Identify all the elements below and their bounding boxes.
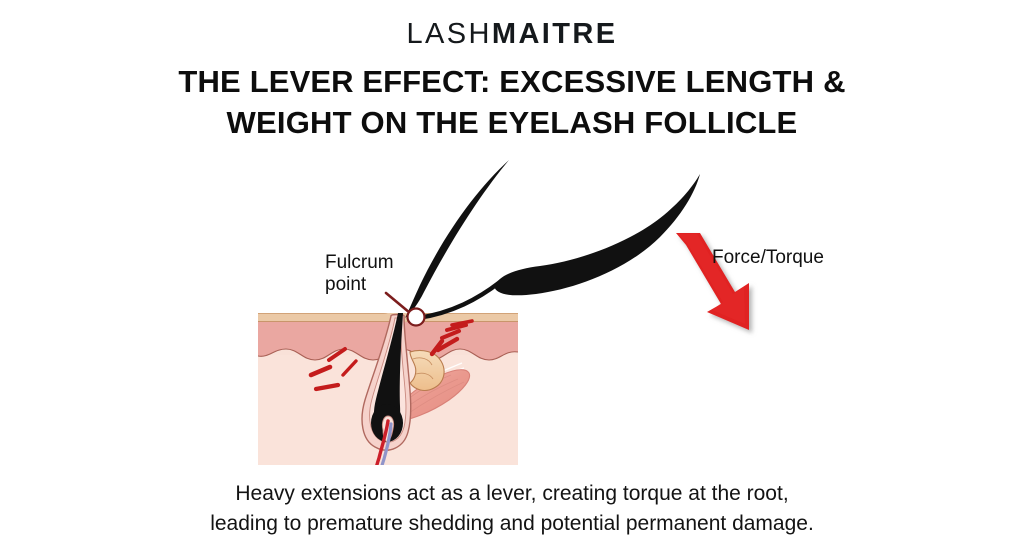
force-torque-arrow [676, 233, 749, 330]
follicle-sheath [361, 313, 412, 451]
arrector-pili-muscle [383, 362, 471, 422]
brand-logo: LASHMAITRE [0, 20, 1024, 49]
blood-vessels [375, 419, 393, 465]
stress-mark [341, 359, 358, 377]
stress-mark [313, 382, 341, 392]
dermis-deep-layer [258, 355, 518, 465]
brand-logo-bold: MAITRE [491, 18, 618, 50]
follicle-inner-sheath [369, 317, 407, 443]
lash-extension-bond [415, 279, 503, 321]
stress-mark [435, 336, 460, 353]
stress-mark [440, 329, 461, 340]
caption-line-1: Heavy extensions act as a lever, creatin… [235, 482, 789, 505]
page-title-line-1: THE LEVER EFFECT: EXCESSIVE LENGTH & [0, 62, 1024, 103]
artery [375, 419, 390, 465]
stress-mark [450, 319, 474, 327]
epidermis-layer [258, 318, 518, 360]
dermis-layer [258, 313, 518, 465]
follicle-opening-dip [383, 313, 425, 322]
sebaceous-gland [409, 349, 445, 392]
stress-indicator-lines [308, 319, 474, 392]
stratum-corneum [258, 313, 518, 321]
page-title-prefix: THE [178, 64, 250, 99]
stress-mark [429, 338, 445, 357]
page-title-line-2: WEIGHT ON THE EYELASH FOLLICLE [226, 104, 798, 140]
fulcrum-point-marker [406, 307, 426, 327]
force-torque-label: Force/Torque [712, 247, 824, 268]
page-title-suffix: EXCESSIVE LENGTH & [490, 64, 846, 99]
caption: Heavy extensions act as a lever, creatin… [0, 479, 1024, 539]
hair-follicle-shaft [373, 313, 403, 439]
page-title: THE LEVER EFFECT: EXCESSIVE LENGTH & WEI… [0, 62, 1024, 144]
stress-mark [308, 364, 333, 378]
dermal-papilla [381, 415, 395, 443]
epidermis-boundary-line [258, 348, 518, 361]
natural-eyelash [405, 160, 509, 318]
hair-bulb [371, 404, 403, 442]
brand-logo-light: LASH [406, 18, 492, 50]
page-title-emphasis: LEVER EFFECT: [249, 64, 491, 99]
heavy-lash-extension [494, 174, 700, 296]
skin-cross-section [258, 313, 518, 465]
fulcrum-leader-line [384, 291, 412, 315]
stress-mark [445, 323, 468, 332]
fulcrum-point-label-line-2: point [325, 274, 367, 296]
vein [380, 422, 393, 465]
stress-mark [327, 347, 347, 362]
fulcrum-point-label-line-1: Fulcrum [325, 252, 394, 273]
caption-line-2: leading to premature shedding and potent… [210, 511, 814, 535]
fulcrum-point-label: Fulcrum point [325, 252, 394, 297]
